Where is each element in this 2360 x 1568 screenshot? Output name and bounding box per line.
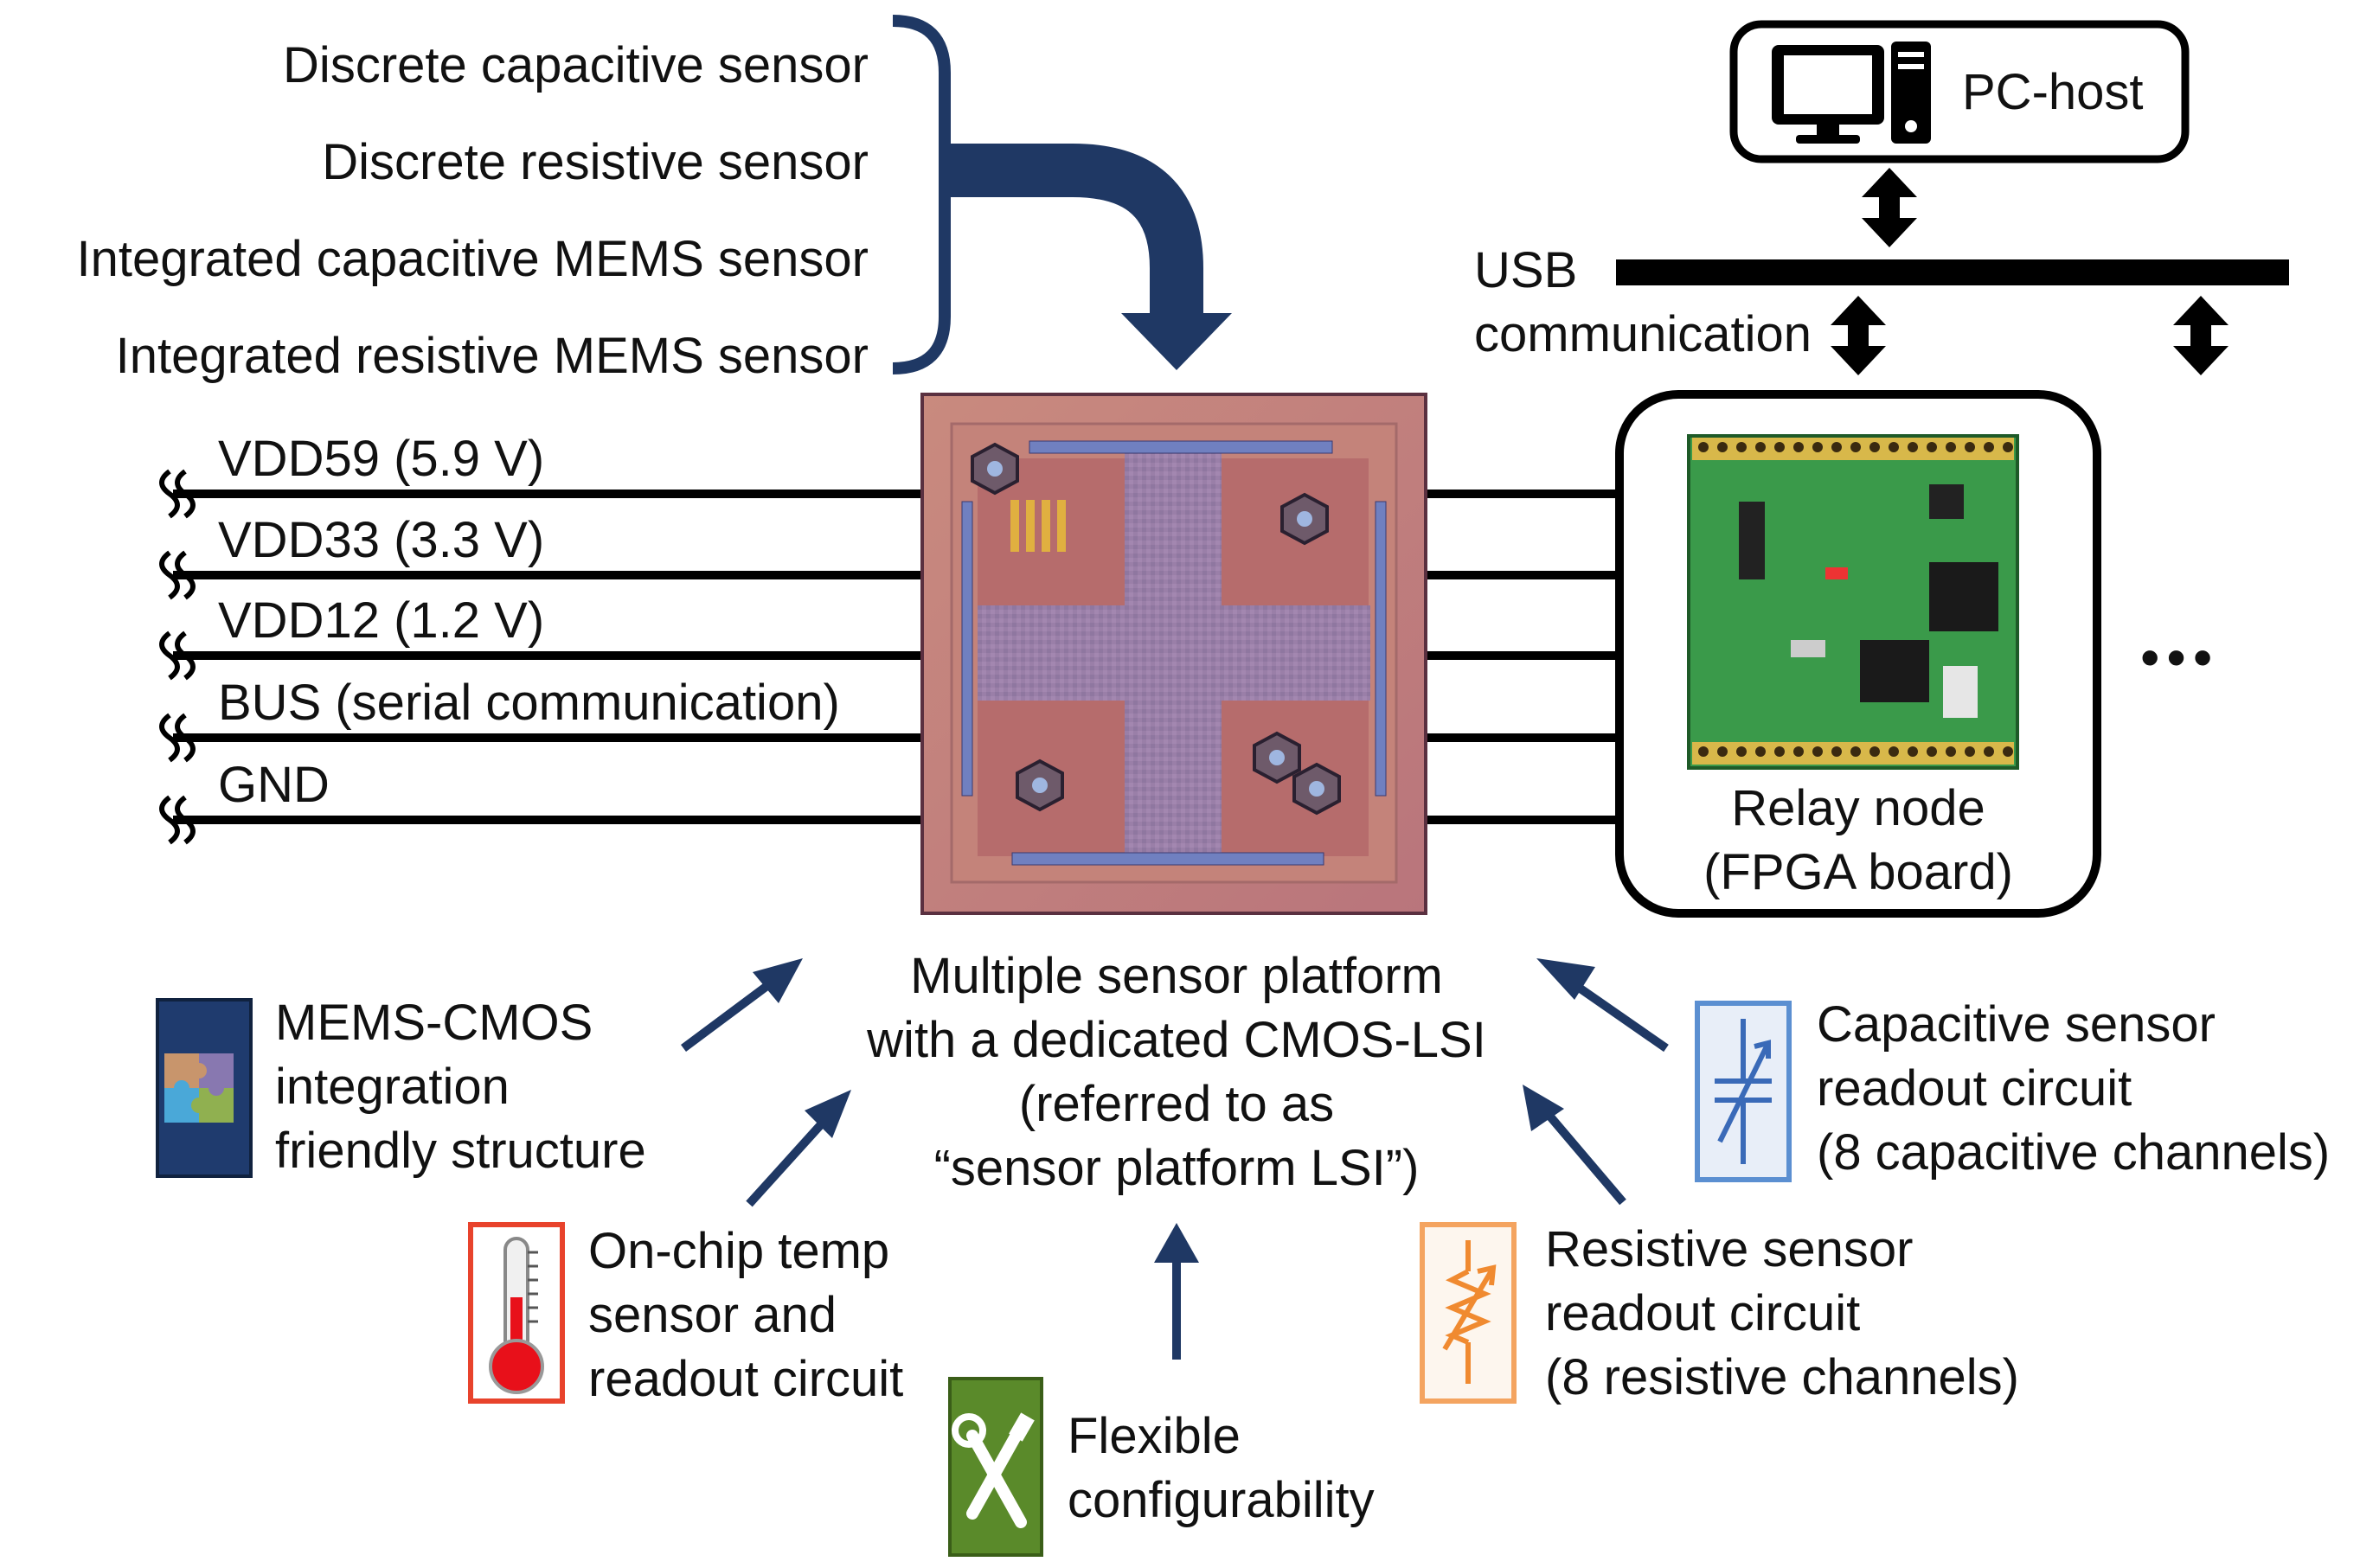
sensor-to-chip-arrow (945, 144, 1203, 313)
pc-usb-arrow (1862, 168, 1917, 247)
power-line-label: GND (218, 757, 330, 813)
break-mark-vdd59 (159, 469, 196, 519)
feature-arrows (681, 958, 1669, 1360)
sensor-item: Discrete capacitive sensor (283, 37, 869, 93)
chip-to-relay-wires (1426, 490, 1619, 824)
relay-node-line2: (FPGA board) (1703, 844, 2013, 900)
arrowhead-capacitive (1536, 958, 1595, 1000)
power-line-label: VDD12 (1.2 V) (218, 592, 545, 649)
usb-bus-bar (1616, 259, 2289, 285)
feature-resistive-label: Resistive sensor readout circuit (8 resi… (1545, 1218, 2019, 1410)
wire-break-marks (159, 469, 196, 845)
feature-capacitive-line2: readout circuit (1817, 1060, 2132, 1117)
feature-capacitive-line1: Capacitive sensor (1817, 996, 2216, 1053)
break-mark-vdd12 (159, 630, 196, 681)
arrowhead-flex (1154, 1223, 1199, 1263)
arrow-temp (746, 1110, 834, 1207)
arrowhead-resistive (1523, 1085, 1564, 1131)
computer-icon (1772, 42, 1931, 144)
usb-relay-arrow (1831, 296, 1886, 375)
arrow-mems (681, 973, 781, 1053)
platform-line1: Multiple sensor platform (910, 948, 1443, 1004)
platform-label: Multiple sensor platform with a dedicate… (822, 944, 1531, 1200)
feature-resistive-line3: (8 resistive channels) (1545, 1349, 2019, 1405)
power-line-label: BUS (serial communication) (218, 675, 840, 731)
puzzle-icon (156, 998, 253, 1178)
variable-capacitor-icon (1695, 1001, 1792, 1182)
pc-host-label: PC-host (1962, 64, 2144, 120)
power-line-wires (173, 490, 922, 824)
sensor-item: Integrated capacitive MEMS sensor (76, 231, 869, 287)
sensor-item: Integrated resistive MEMS sensor (115, 328, 869, 384)
relay-node-line1: Relay node (1731, 780, 1985, 836)
thermometer-icon (468, 1222, 565, 1404)
usb-label-line2: communication (1474, 306, 1812, 362)
tools-icon (948, 1377, 1043, 1557)
arrow-resistive (1542, 1107, 1626, 1206)
sensor-item: Discrete resistive sensor (322, 134, 869, 190)
arrowhead-mems (753, 958, 803, 1003)
break-mark-gnd (159, 795, 196, 845)
fpga-board-photo (1687, 434, 2019, 770)
power-line-label: VDD59 (5.9 V) (218, 431, 545, 487)
feature-resistive-line2: readout circuit (1545, 1285, 1861, 1341)
feature-mems-line2: integration (275, 1059, 510, 1115)
usb-label: USB communication (1474, 239, 1812, 367)
feature-resistive-line1: Resistive sensor (1545, 1221, 1914, 1277)
feature-temp-line3: readout circuit (588, 1351, 904, 1407)
feature-temp-line1: On-chip temp (588, 1223, 890, 1279)
variable-resistor-icon (1420, 1222, 1517, 1404)
feature-flex-line2: configurability (1068, 1472, 1375, 1528)
feature-mems-line3: friendly structure (275, 1123, 646, 1179)
relay-node-label: Relay node (FPGA board) (1644, 777, 2073, 905)
platform-line4: “sensor platform LSI”) (933, 1140, 1420, 1196)
sensor-list: Discrete capacitive sensor Discrete resi… (17, 17, 869, 405)
feature-temp-line2: sensor and (588, 1287, 837, 1343)
power-line-label: VDD33 (3.3 V) (218, 512, 545, 568)
chip-die-photo (920, 393, 1427, 915)
break-mark-vdd33 (159, 550, 196, 600)
feature-capacitive-label: Capacitive sensor readout circuit (8 cap… (1817, 993, 2330, 1185)
feature-temp-label: On-chip temp sensor and readout circuit (588, 1219, 903, 1411)
feature-capacitive-line3: (8 capacitive channels) (1817, 1124, 2331, 1181)
feature-flex-line1: Flexible (1068, 1408, 1241, 1464)
usb-more-arrow (2173, 296, 2229, 375)
usb-label-line1: USB (1474, 242, 1578, 298)
sensor-to-chip-arrowhead (1121, 313, 1232, 370)
feature-flex-label: Flexible configurability (1068, 1405, 1375, 1533)
platform-line3: (referred to as (1018, 1076, 1335, 1132)
sensor-brace (892, 15, 951, 374)
break-mark-bus (159, 713, 196, 763)
more-nodes-ellipsis: ••• (2140, 626, 2220, 688)
feature-mems-label: MEMS-CMOS integration friendly structure (275, 991, 646, 1183)
arrowhead-temp (805, 1090, 851, 1138)
feature-mems-line1: MEMS-CMOS (275, 995, 593, 1051)
platform-line2: with a dedicated CMOS-LSI (867, 1012, 1486, 1068)
